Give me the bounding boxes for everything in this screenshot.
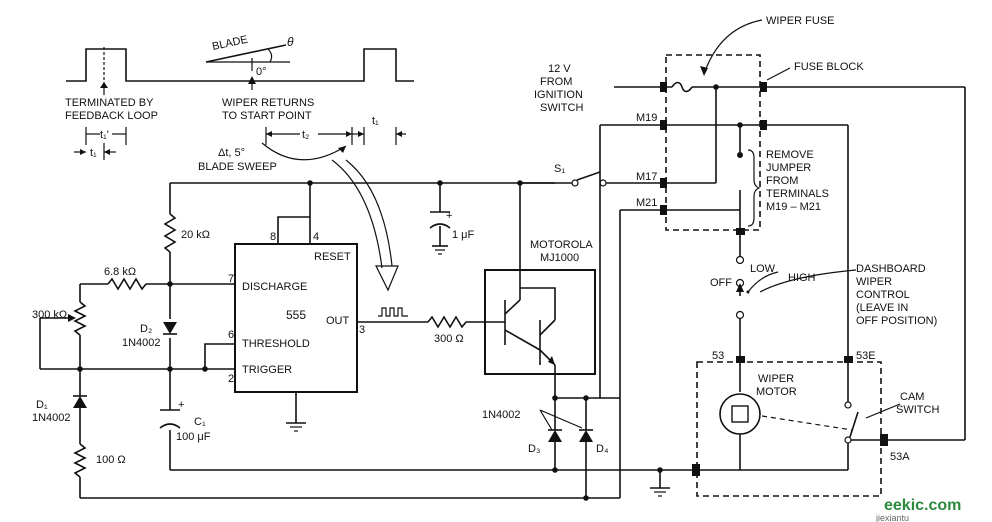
- control-title-line2: WIPER: [856, 276, 892, 288]
- m19-label: M19: [636, 112, 657, 124]
- note-terminals-label: TERMINALS: [766, 188, 829, 200]
- r100-label: 100 Ω: [96, 454, 126, 466]
- note-jumper-label: JUMPER: [766, 162, 811, 174]
- control-title-line3: CONTROL: [856, 289, 910, 301]
- zero-degree-label: 0°: [256, 66, 267, 78]
- timing-network-wiring: [39, 180, 696, 499]
- supply-from-label: FROM: [540, 76, 572, 88]
- wiper-fuse-label: WIPER FUSE: [766, 15, 834, 27]
- trigger-pin-label: TRIGGER: [242, 364, 292, 376]
- terminal-53e-label: 53E: [856, 350, 876, 362]
- supply-switch-label: SWITCH: [540, 102, 583, 114]
- m21-label: M21: [636, 197, 657, 209]
- pin-2-label: 2: [228, 373, 234, 385]
- fuse-block-label: FUSE BLOCK: [794, 61, 864, 73]
- cap-plus-label: +: [446, 210, 452, 222]
- wiper-motor: [692, 356, 901, 497]
- watermark-site: jiexiantu: [875, 513, 909, 522]
- t1-label: t₁: [90, 147, 97, 159]
- terminal-53-label: 53: [712, 350, 724, 362]
- r20k-label: 20 kΩ: [181, 229, 210, 241]
- r300-label: 300 Ω: [434, 333, 464, 345]
- d2-part-label: 1N4002: [122, 337, 161, 349]
- r300k-label: 300 kΩ: [32, 309, 67, 321]
- output-stage: [357, 183, 670, 501]
- pin-8-label: 8: [270, 231, 276, 243]
- watermark-brand: eekic.com: [884, 497, 961, 514]
- fuse-block: S₁: [520, 19, 966, 498]
- control-off-label: OFF: [710, 277, 732, 289]
- r6-8k-label: 6.8 kΩ: [104, 266, 136, 278]
- supply-ignition-label: IGNITION: [534, 89, 583, 101]
- control-title-line5: OFF POSITION): [856, 315, 937, 327]
- cam-switch-line1: CAM: [900, 391, 924, 403]
- d3-label: D₃: [528, 443, 540, 455]
- timer-chip-label: 555: [286, 308, 306, 322]
- dashboard-control: [735, 235, 857, 356]
- timer-555: RESET DISCHARGE 555 OUT THRESHOLD TRIGGE…: [228, 231, 365, 432]
- wiper-returns-label: WIPER RETURNS: [222, 97, 314, 109]
- motor-title-line1: WIPER: [758, 373, 794, 385]
- note-remove-label: REMOVE: [766, 149, 814, 161]
- s1-label: S₁: [554, 163, 565, 175]
- blade-label: BLADE: [211, 34, 249, 53]
- supply-12v-label: 12 V: [548, 63, 571, 75]
- discharge-pin-label: DISCHARGE: [242, 281, 307, 293]
- control-title-line1: DASHBOARD: [856, 263, 926, 275]
- terminated-by-label: TERMINATED BY: [65, 97, 154, 109]
- threshold-pin-label: THRESHOLD: [242, 338, 310, 350]
- pin-3-label: 3: [359, 324, 365, 336]
- control-high-label: HIGH: [788, 272, 816, 284]
- control-low-label: LOW: [750, 263, 776, 275]
- cap-1uf-label: 1 μF: [452, 229, 475, 241]
- m17-label: M17: [636, 171, 657, 183]
- delta-t-label: Δt, 5°: [218, 147, 245, 159]
- d4-label: D₄: [596, 443, 609, 455]
- theta-label: θ: [287, 35, 294, 49]
- transistor-part-label: MJ1000: [540, 252, 579, 264]
- feedback-loop-label: FEEDBACK LOOP: [65, 110, 158, 122]
- t1-right-label: t₁: [372, 115, 379, 127]
- c1-value-label: 100 μF: [176, 431, 211, 443]
- transistor-brand-label: MOTOROLA: [530, 239, 593, 251]
- reset-pin-label: RESET: [314, 251, 351, 263]
- terminal-53a-label: 53A: [890, 451, 910, 463]
- t2-label: t₂: [302, 129, 309, 141]
- note-from-label: FROM: [766, 175, 798, 187]
- control-title-line4: (LEAVE IN: [856, 302, 908, 314]
- pin-7-label: 7: [228, 273, 234, 285]
- pin-4-label: 4: [313, 231, 319, 243]
- note-m19-m21-label: M19 – M21: [766, 201, 821, 213]
- to-start-point-label: TO START POINT: [222, 110, 312, 122]
- t1-prime-label: t₁': [100, 129, 109, 141]
- blade-sweep-label: BLADE SWEEP: [198, 161, 277, 173]
- cam-switch-line2: SWITCH: [896, 404, 939, 416]
- d2-label: D₂: [140, 323, 152, 335]
- pin-6-label: 6: [228, 329, 234, 341]
- diode-part-label: 1N4002: [482, 409, 521, 421]
- out-pin-label: OUT: [326, 315, 350, 327]
- c1-label: C₁: [194, 416, 206, 428]
- d1-label: D₁: [36, 399, 48, 411]
- d1-part-label: 1N4002: [32, 412, 71, 424]
- motor-title-line2: MOTOR: [756, 386, 797, 398]
- c1-plus-label: +: [178, 399, 184, 411]
